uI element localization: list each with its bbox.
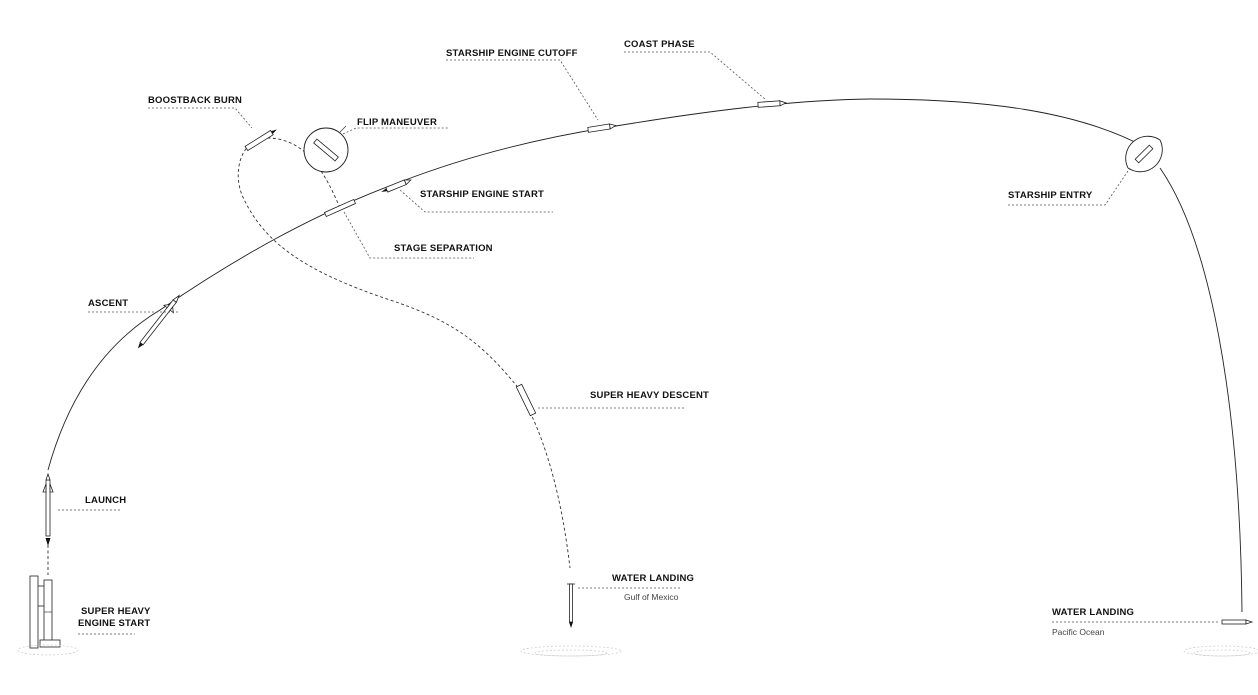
super-heavy-descent-trajectory [529,411,571,569]
label-water-landing-pacific: WATER LANDING [1052,607,1134,618]
label-starship-engine-cutoff: STARSHIP ENGINE CUTOFF [446,48,578,59]
pacific-landing-vehicle-icon [1221,619,1254,625]
label-starship-engine-start: STARSHIP ENGINE START [420,189,544,200]
label-gulf-of-mexico: Gulf of Mexico [624,592,679,602]
coast-trajectory [609,98,1151,151]
trajectories [47,98,1243,613]
ascent-trajectory [47,126,611,471]
label-coast-phase: COAST PHASE [624,39,695,50]
label-ascent: ASCENT [88,298,128,309]
label-starship-entry: STARSHIP ENTRY [1008,190,1093,201]
label-pacific-ocean: Pacific Ocean [1052,627,1105,637]
vehicles [17,100,1258,657]
label-launch: LAUNCH [85,495,126,506]
stage-separation-vehicle-icon [323,198,357,218]
label-flip-maneuver: FLIP MANEUVER [357,117,437,128]
boostback-burn-vehicle-icon [244,129,277,152]
ascent-vehicle-icon [137,294,180,349]
gulf-landing-vehicle-icon [567,583,575,628]
label-super-heavy-engine-start-line2: ENGINE START [78,618,150,629]
label-super-heavy-descent: SUPER HEAVY DESCENT [590,390,709,401]
starship-engine-cutoff-icon [587,123,617,133]
gulf-water-surface [520,645,622,657]
flip-maneuver-icon [303,125,349,173]
starship-engine-start-icon [381,179,412,193]
label-boostback-burn: BOOSTBACK BURN [148,95,242,106]
launch-rocket-icon [42,472,54,546]
leader-lines [58,51,1220,635]
label-super-heavy-engine-start-line1: SUPER HEAVY [81,606,151,617]
label-stage-separation: STAGE SEPARATION [394,243,493,254]
starship-entry-icon [1125,135,1163,173]
super-heavy-descent-vehicle-icon [515,383,537,417]
entry-descent-trajectory [1159,167,1243,613]
labels: STARSHIP ENGINE CUTOFF COAST PHASE BOOST… [78,39,1134,637]
label-water-landing-gulf: WATER LANDING [612,573,694,584]
boostback-trajectory [237,137,521,391]
launch-tower [29,575,61,649]
coast-phase-vehicle-icon [757,100,787,108]
pacific-water-surface [1183,645,1258,657]
pad-water-ring [17,644,79,656]
